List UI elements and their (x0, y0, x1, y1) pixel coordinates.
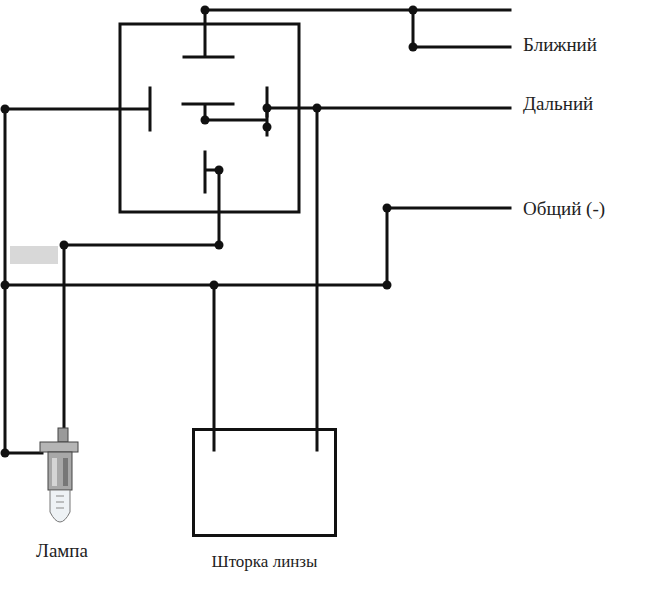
wire-label: Лампа (34, 540, 90, 562)
relay-pin (184, 10, 233, 57)
power-wire (205, 10, 510, 47)
relay-contact (183, 104, 267, 135)
wire-label: Дальний (521, 93, 595, 115)
relay-housing (120, 24, 299, 212)
lamp-wire (5, 109, 42, 453)
junction-dots (1, 6, 418, 458)
wire-label: Общий (-) (521, 198, 607, 220)
wire-label: Ближний (521, 34, 599, 56)
lamp-wire (64, 152, 219, 432)
shutter-solenoid-box: Шторка линзы (192, 428, 337, 537)
lamp-symbol (40, 428, 78, 522)
node-label: Шторка линзы (212, 552, 318, 572)
ground-wire (5, 208, 510, 450)
grey-smudge (10, 246, 58, 264)
relay-pin (5, 88, 150, 130)
